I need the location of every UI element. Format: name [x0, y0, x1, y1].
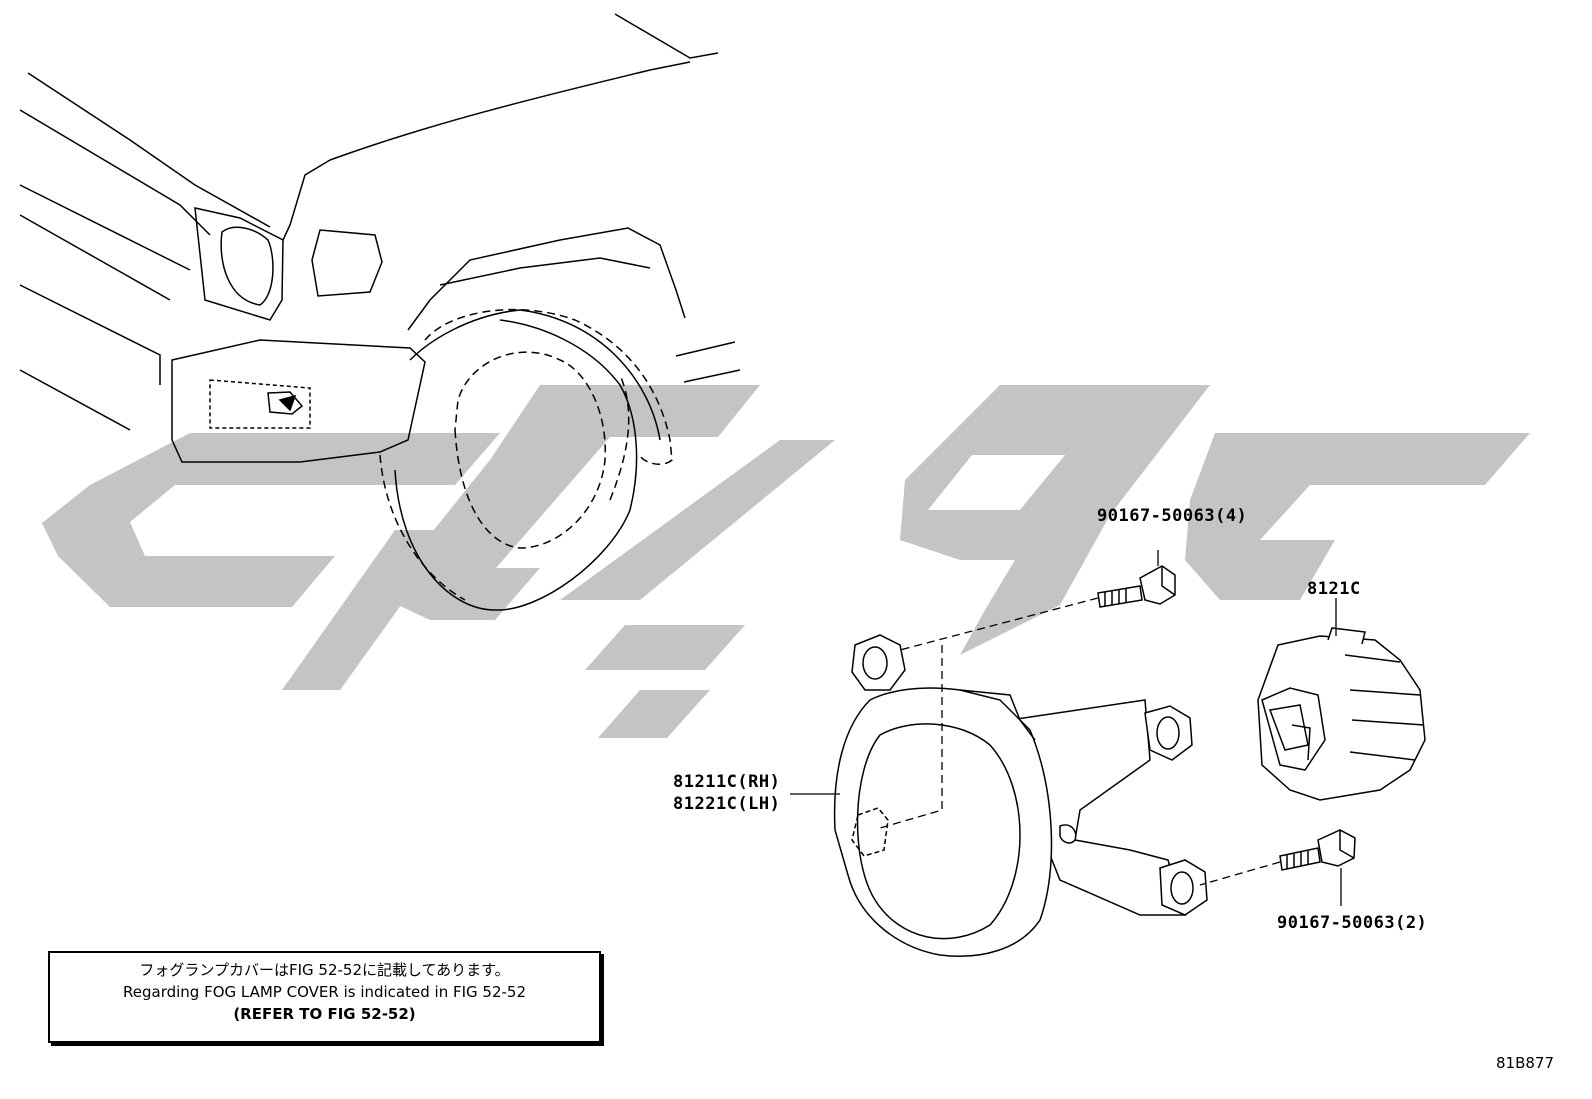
- watermark-logo: [42, 385, 1530, 738]
- bolt-top: [1097, 565, 1176, 608]
- label-lamp-rh: 81211C(RH): [673, 772, 781, 792]
- socket-bulb: [1257, 627, 1426, 801]
- label-socket: 8121C: [1307, 579, 1361, 599]
- figure-code: 81B877: [1495, 1054, 1554, 1072]
- label-bolt-bottom: 90167-50063(2): [1277, 913, 1428, 933]
- label-lamp-lh: 81221C(LH): [673, 794, 781, 814]
- note-english: Regarding FOG LAMP COVER is indicated in…: [123, 983, 526, 1001]
- reference-note: フォグランプカバーはFIG 52-52に記載してあります。 Regarding …: [48, 951, 601, 1043]
- label-bolt-top: 90167-50063(4): [1097, 506, 1248, 526]
- note-japanese: フォグランプカバーはFIG 52-52に記載してあります。: [139, 961, 510, 979]
- vehicle-outline: [19, 13, 741, 611]
- bolt-bottom: [1279, 829, 1356, 871]
- fog-lamp: [833, 634, 1208, 957]
- assembly-lines: [790, 550, 1342, 906]
- note-refer: (REFER TO FIG 52-52): [233, 1005, 416, 1023]
